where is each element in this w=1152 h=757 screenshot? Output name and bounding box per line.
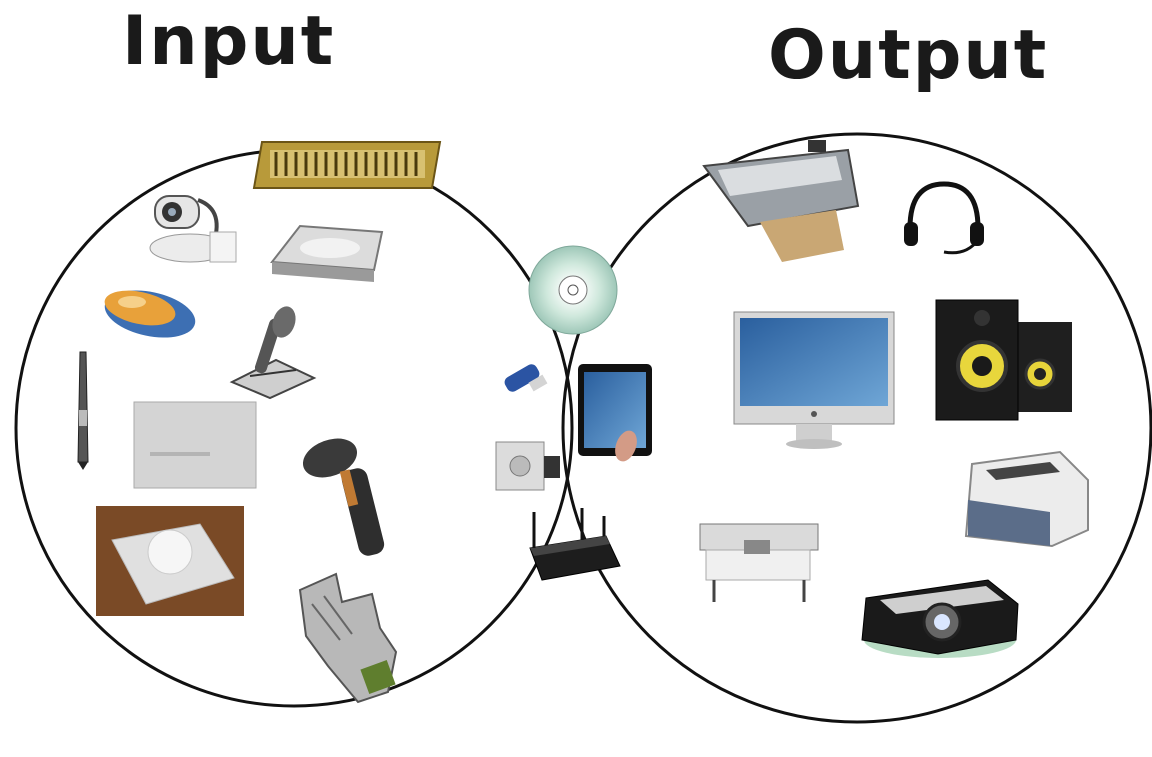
usb-drive-icon: [504, 364, 548, 392]
data-glove-icon: [298, 572, 398, 704]
webcam-icon: [149, 195, 237, 263]
external-drive-icon: [495, 441, 560, 491]
laser-printer-icon: [964, 450, 1089, 548]
flatbed-scanner-icon: [270, 224, 384, 282]
mouse-icon: [104, 290, 196, 338]
output-circle: [561, 132, 1152, 724]
speakers-icon: [935, 299, 1072, 421]
touchpad-icon: [133, 401, 257, 489]
trackball-icon: [96, 506, 244, 616]
input-set-label: Input: [122, 2, 336, 81]
cd-disc-icon: [528, 245, 618, 335]
stylus-icon: [77, 351, 89, 470]
plotter-icon: [699, 523, 819, 602]
tablet-icon: [578, 364, 652, 462]
joystick-icon: [229, 306, 317, 400]
output-set-label: Output: [768, 16, 1049, 95]
headset-icon: [904, 181, 984, 255]
inkjet-printer-icon: [702, 140, 860, 262]
router-icon: [529, 508, 621, 581]
keyboard-icon: [252, 141, 442, 189]
monitor-icon: [733, 311, 895, 449]
barcode-scanner-icon: [302, 438, 385, 556]
projector-icon: [861, 579, 1019, 658]
